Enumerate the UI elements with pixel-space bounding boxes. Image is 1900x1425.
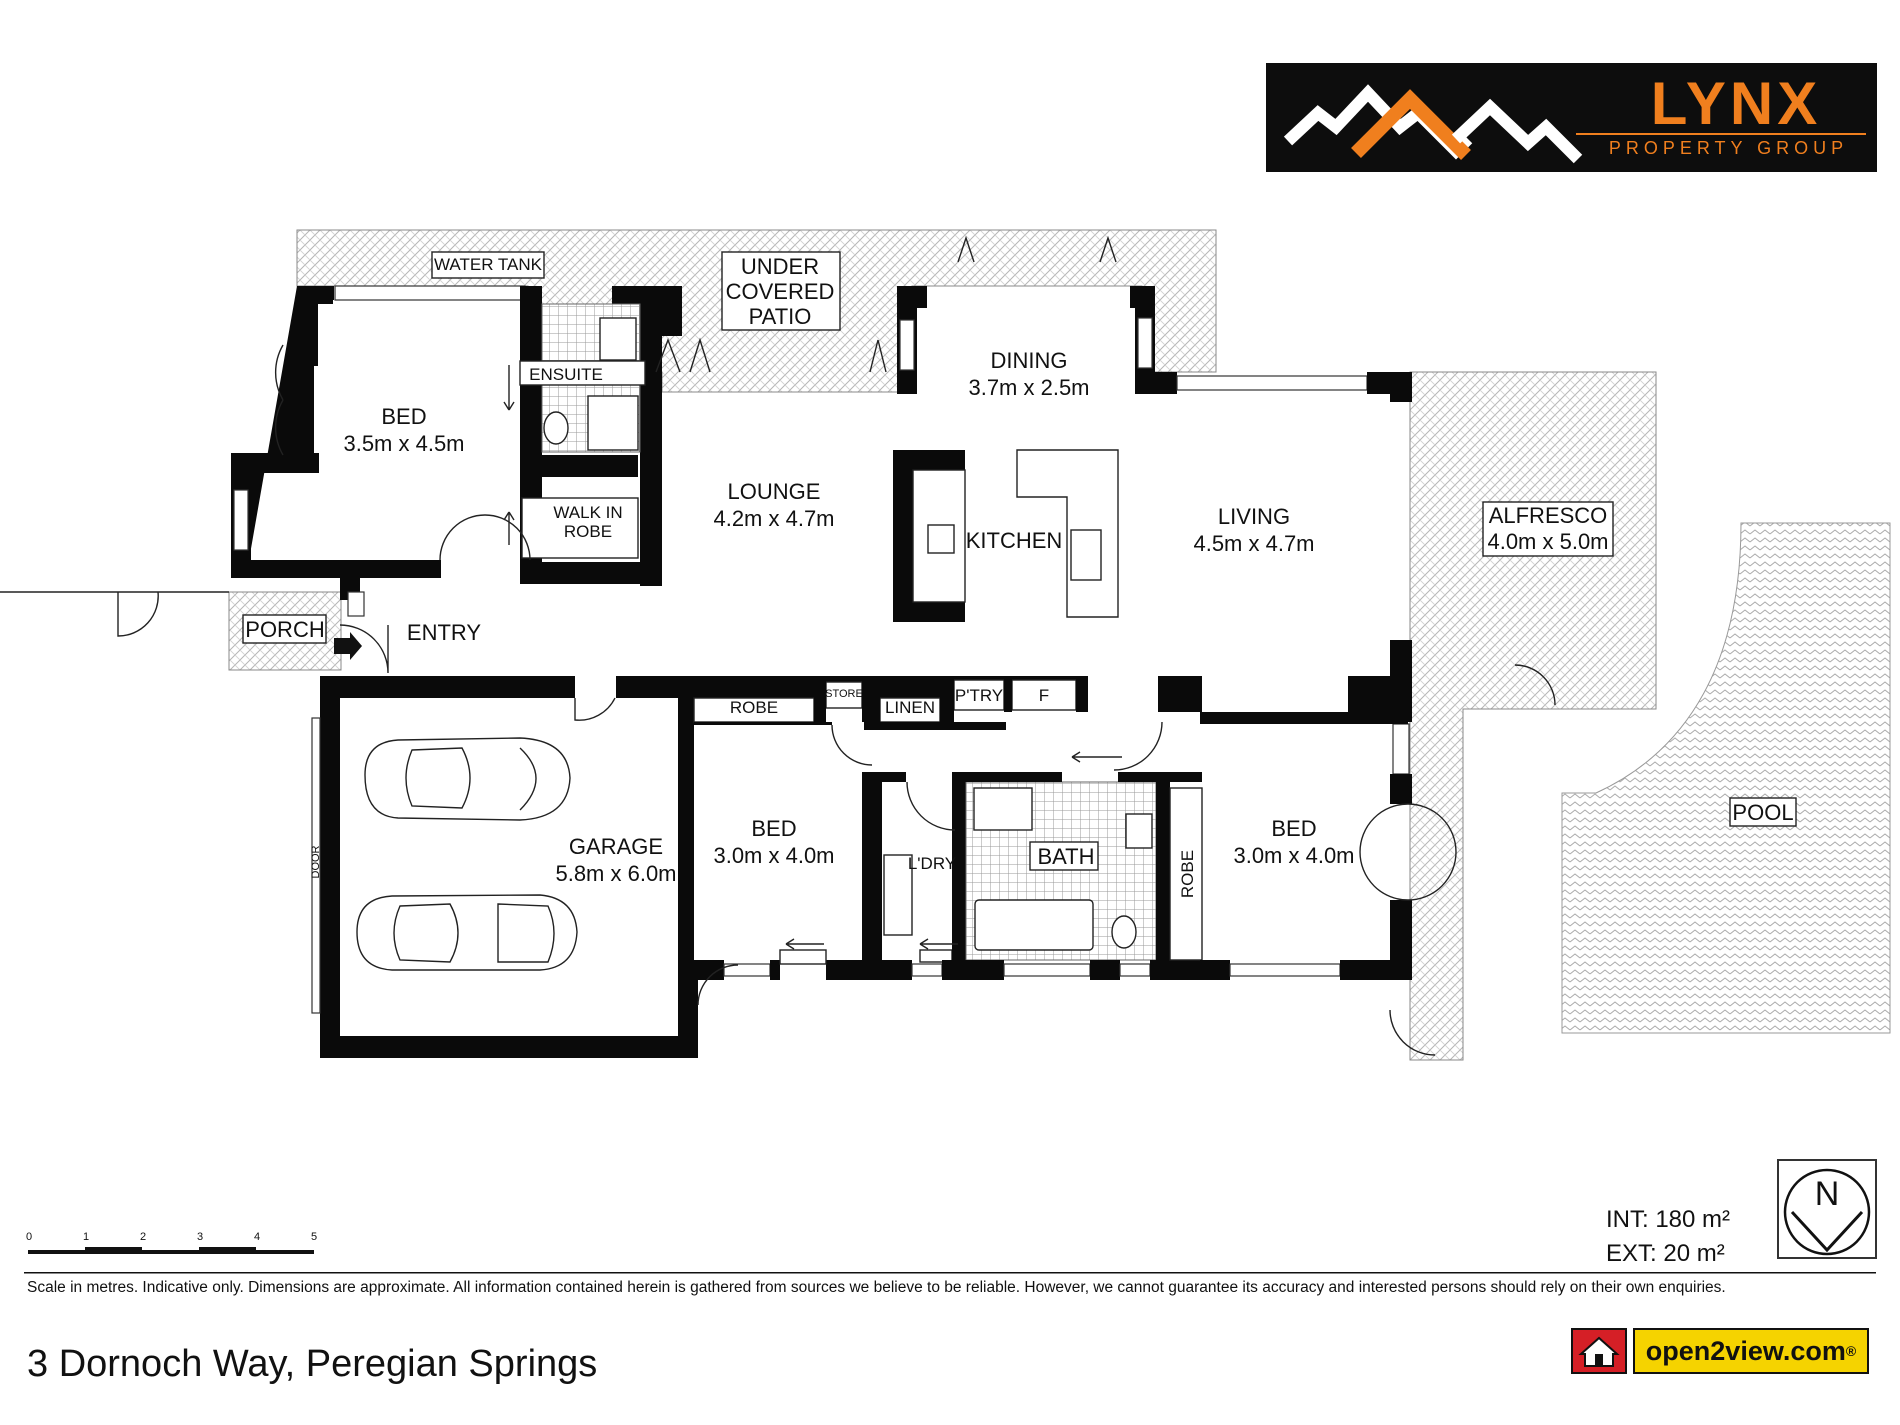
fridge-label: F — [1039, 686, 1049, 705]
shower-box — [973, 787, 1033, 831]
scale-tick-5: 5 — [311, 1231, 317, 1243]
pantry-box — [953, 679, 1005, 711]
window-bed1-west — [233, 489, 249, 551]
robe-bed3-label: ROBE — [1178, 850, 1197, 898]
water-tank-box — [431, 251, 545, 279]
bed2-name: BED — [751, 816, 796, 841]
dining-size: 3.7m x 2.5m — [968, 375, 1089, 400]
house-icon — [1571, 1328, 1627, 1374]
brand-rule — [1576, 133, 1866, 135]
bath-toilet — [1111, 915, 1137, 949]
kitchen-label: KITCHEN — [966, 528, 1063, 553]
pool-label: POOL — [1732, 800, 1793, 825]
entry-label: ENTRY — [407, 620, 481, 645]
entry-arrow-icon — [334, 632, 362, 660]
vanity-box — [1125, 813, 1153, 849]
linen-label: LINEN — [885, 698, 935, 717]
lounge-name: LOUNGE — [728, 479, 821, 504]
garage-door-label: DOOR — [310, 845, 322, 878]
wall-bed1 — [231, 286, 440, 575]
lynx-logo: LYNX PROPERTY GROUP — [1266, 63, 1877, 172]
north-compass-icon: N — [1777, 1159, 1877, 1259]
bed2-size: 3.0m x 4.0m — [713, 843, 834, 868]
bathtub — [974, 899, 1094, 951]
living-name: LIVING — [1218, 504, 1290, 529]
living-size: 4.5m x 4.7m — [1193, 531, 1314, 556]
lounge-size: 4.2m x 4.7m — [713, 506, 834, 531]
property-address: 3 Dornoch Way, Peregian Springs — [27, 1343, 598, 1385]
pool-label-box — [1729, 797, 1797, 827]
footer-divider — [24, 1272, 1876, 1274]
registered-mark: ® — [1845, 1343, 1857, 1359]
scale-tick-0: 0 — [26, 1231, 32, 1243]
garage-size: 5.8m x 6.0m — [555, 861, 676, 886]
garage-door-panel — [311, 717, 321, 1014]
compass-label: N — [1815, 1175, 1840, 1213]
pantry-label: P'TRY — [955, 686, 1003, 705]
bath-label: BATH — [1037, 844, 1094, 869]
patio-label-box — [721, 251, 841, 331]
bed3-size: 3.0m x 4.0m — [1233, 843, 1354, 868]
open2view-text: open2view.com® — [1633, 1328, 1869, 1374]
laundry-label: L'DRY — [908, 854, 956, 873]
wir-label-2: ROBE — [564, 522, 612, 541]
store-label: STORE — [825, 688, 863, 700]
ensuite-label: ENSUITE — [529, 365, 603, 384]
fridge-box — [1011, 679, 1077, 711]
patio-label-2: COVERED — [726, 279, 835, 304]
wir-label-1: WALK IN — [553, 503, 622, 522]
robe-bed2-box — [693, 697, 815, 723]
car-icon-2 — [356, 894, 578, 971]
porch-label-box — [242, 614, 327, 644]
porch-label: PORCH — [245, 617, 324, 642]
scale-bar: 0 1 2 3 4 5 — [26, 1231, 317, 1254]
bed1-size: 3.5m x 4.5m — [343, 431, 464, 456]
alfresco-name: ALFRESCO — [1489, 503, 1608, 528]
patio-label-1: UNDER — [741, 254, 819, 279]
water-tank-label: WATER TANK — [434, 255, 543, 274]
robe-bed2-label: ROBE — [730, 698, 778, 717]
scale-tick-2: 2 — [140, 1231, 146, 1243]
garage-name: GARAGE — [569, 834, 663, 859]
dining-name: DINING — [991, 348, 1068, 373]
open2view-label: open2view.com — [1645, 1336, 1846, 1366]
walk-in-robe-box — [521, 497, 639, 559]
door-swings — [0, 235, 1556, 1056]
cooktop-icon — [927, 524, 955, 554]
patio-label-3: PATIO — [749, 304, 812, 329]
scale-tick-1: 1 — [83, 1231, 89, 1243]
sink-icon — [1070, 529, 1102, 581]
brand-tagline: PROPERTY GROUP — [1608, 138, 1849, 158]
scale-tick-3: 3 — [197, 1231, 203, 1243]
car-icon-1 — [364, 737, 571, 821]
roof-logo-icon — [1283, 84, 1583, 164]
alfresco-size: 4.0m x 5.0m — [1487, 529, 1608, 554]
laundry-bench — [883, 854, 913, 936]
entry-window — [347, 591, 365, 617]
ensuite-shower — [587, 395, 639, 451]
internal-area: INT: 180 m² — [1606, 1206, 1731, 1233]
open2view-logo[interactable]: open2view.com® — [1571, 1328, 1869, 1374]
pool-area — [1561, 522, 1891, 1034]
bath-label-box — [1029, 841, 1099, 871]
slide-arrows — [503, 365, 1122, 950]
brand-name: LYNX — [1650, 70, 1822, 137]
ensuite-vanity — [599, 317, 637, 361]
scale-tick-4: 4 — [254, 1231, 260, 1243]
bed1-name: BED — [381, 404, 426, 429]
robe-bed3-box — [1169, 787, 1203, 961]
alfresco-label-box — [1482, 501, 1614, 557]
ensuite-label-box — [519, 360, 646, 386]
external-area: EXT: 20 m² — [1606, 1240, 1725, 1267]
bed3-name: BED — [1271, 816, 1316, 841]
window-bed1-north — [334, 285, 526, 301]
ensuite-toilet — [543, 411, 569, 445]
disclaimer-text: Scale in metres. Indicative only. Dimens… — [27, 1279, 1726, 1296]
store-box — [825, 681, 863, 709]
